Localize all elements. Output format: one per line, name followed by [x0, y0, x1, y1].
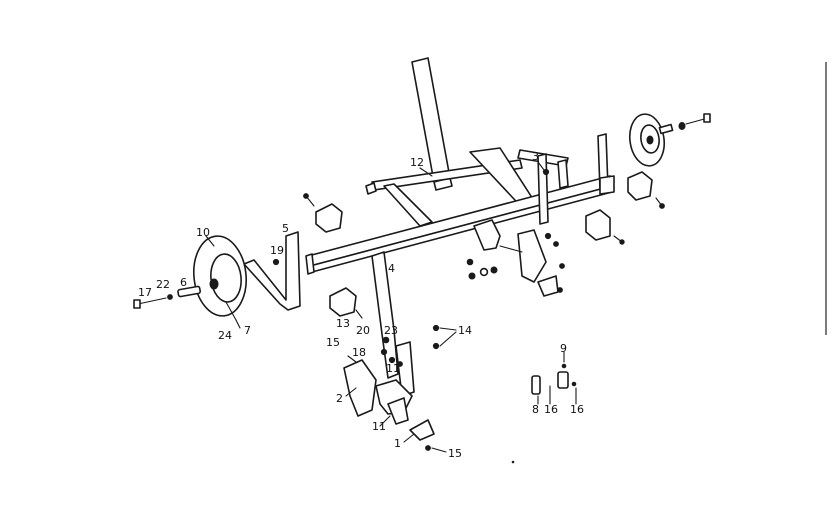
callout-16a: 16 [544, 403, 558, 416]
right-wheel [628, 113, 666, 167]
callout-15b: 15 [448, 447, 462, 460]
left-wheel-bracket [243, 231, 301, 311]
small-hardware-group [531, 351, 577, 399]
shank [371, 251, 415, 397]
callout-9: 9 [560, 342, 567, 355]
callout-17: 17 [138, 286, 152, 299]
callout-13: 13 [336, 317, 350, 330]
callout-1: 1 [394, 437, 401, 450]
callout-5: 5 [282, 222, 289, 235]
callout-20: 20 [356, 324, 370, 337]
shovel-assembly [343, 324, 440, 451]
callout-7: 7 [244, 324, 251, 337]
callout-12: 12 [410, 156, 424, 169]
callout-15a: 15 [326, 336, 340, 349]
callout-16b: 16 [570, 403, 584, 416]
right-clamp-upper [627, 171, 665, 209]
left-axle-bolt [133, 285, 202, 309]
callout-10: 10 [196, 226, 210, 239]
stray-dot [511, 460, 515, 464]
callout-24: 24 [218, 329, 232, 342]
callout-23: 23 [384, 324, 398, 337]
callout-4: 4 [388, 262, 395, 275]
callout-19: 19 [270, 244, 284, 257]
left-wheel [193, 235, 247, 321]
callout-2: 2 [336, 392, 343, 405]
callout-18: 18 [352, 346, 366, 359]
left-clamp-upper [303, 193, 343, 233]
leader-lines [205, 161, 577, 453]
right-clamp-lower [585, 209, 625, 245]
rear-frame [365, 147, 569, 227]
callout-6: 6 [180, 276, 187, 289]
callout-8: 8 [532, 403, 539, 416]
left-clamp-lower [272, 258, 363, 319]
main-toolbar [305, 175, 613, 275]
right-axle-bolt [658, 113, 711, 135]
callout-22: 22 [156, 278, 170, 291]
right-fork-bracket [537, 133, 615, 225]
callout-3: 3 [532, 150, 539, 163]
callout-14: 14 [458, 324, 472, 337]
callout-11b: 11 [386, 362, 400, 375]
center-bracket-assembly [466, 168, 565, 297]
